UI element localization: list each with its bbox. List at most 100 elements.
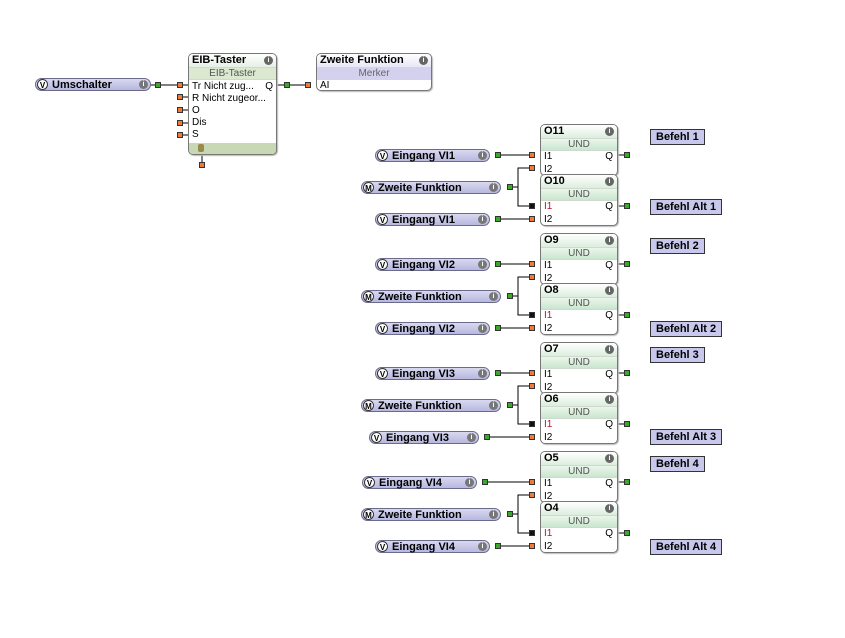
info-icon[interactable]: i — [419, 56, 428, 65]
input-pin-dis[interactable]: Dis — [192, 117, 207, 128]
info-icon[interactable]: i — [605, 127, 614, 136]
info-icon[interactable]: i — [605, 286, 614, 295]
info-icon[interactable]: i — [478, 324, 487, 333]
info-icon[interactable]: i — [605, 345, 614, 354]
output-connector[interactable] — [507, 293, 513, 299]
info-icon[interactable]: i — [605, 454, 614, 463]
input-connector[interactable] — [177, 94, 183, 100]
input-connector-inverted[interactable] — [529, 203, 535, 209]
output-connector[interactable] — [495, 370, 501, 376]
input-pin-i2[interactable]: I2 — [544, 214, 553, 225]
info-icon[interactable]: i — [478, 542, 487, 551]
input-connector[interactable] — [305, 82, 311, 88]
input-pin-s[interactable]: S — [192, 129, 199, 140]
output-connector[interactable] — [507, 184, 513, 190]
output-connector[interactable] — [507, 511, 513, 517]
input-connector[interactable] — [529, 479, 535, 485]
output-connector[interactable] — [495, 216, 501, 222]
output-connector[interactable] — [155, 82, 161, 88]
input-pin-i1[interactable]: I1 — [544, 151, 553, 162]
input-pin-i2[interactable]: I2 — [544, 323, 553, 334]
input-pin-r[interactable]: R Nicht zugeor... — [192, 93, 266, 104]
info-icon[interactable]: i — [467, 433, 476, 442]
input-pin-i1[interactable]: I1 — [544, 201, 553, 212]
output-connector[interactable] — [624, 203, 630, 209]
output-connector[interactable] — [624, 421, 630, 427]
output-connector[interactable] — [507, 402, 513, 408]
output-connector[interactable] — [624, 530, 630, 536]
output-connector[interactable] — [284, 82, 290, 88]
output-label-befehl-alt[interactable]: Befehl Alt 4 — [650, 539, 723, 555]
input-connector-inverted[interactable] — [529, 312, 535, 318]
info-icon[interactable]: i — [489, 292, 498, 301]
info-icon[interactable]: i — [465, 478, 474, 487]
output-connector[interactable] — [624, 370, 630, 376]
output-pin-q[interactable]: Q — [605, 369, 613, 380]
bottom-connector[interactable] — [199, 162, 205, 168]
info-icon[interactable]: i — [478, 369, 487, 378]
input-pin-i1[interactable]: I1 — [544, 369, 553, 380]
input-connector[interactable] — [529, 152, 535, 158]
input-connector[interactable] — [177, 120, 183, 126]
input-pin-i1[interactable]: I1 — [544, 419, 553, 430]
input-pin-i1[interactable]: I1 — [544, 478, 553, 489]
input-connector[interactable] — [529, 543, 535, 549]
input-connector[interactable] — [177, 132, 183, 138]
input-pin-o[interactable]: O — [192, 105, 200, 116]
input-connector[interactable] — [529, 325, 535, 331]
output-pin-q[interactable]: Q — [265, 81, 273, 92]
input-connector[interactable] — [529, 492, 535, 498]
output-label-befehl[interactable]: Befehl 2 — [650, 238, 705, 254]
info-icon[interactable]: i — [139, 80, 148, 89]
input-pin-ai[interactable]: AI — [320, 80, 330, 91]
output-label-befehl-alt[interactable]: Befehl Alt 2 — [650, 321, 723, 337]
output-pin-q[interactable]: Q — [605, 419, 613, 430]
input-pin-tr[interactable]: Tr Nicht zug... — [192, 81, 254, 92]
input-connector[interactable] — [529, 383, 535, 389]
output-pin-q[interactable]: Q — [605, 151, 613, 162]
input-pin-i2[interactable]: I2 — [544, 491, 553, 502]
output-pin-q[interactable]: Q — [605, 478, 613, 489]
output-pin-q[interactable]: Q — [605, 260, 613, 271]
input-pin-i2[interactable]: I2 — [544, 164, 553, 175]
output-connector[interactable] — [624, 479, 630, 485]
output-connector[interactable] — [495, 325, 501, 331]
output-label-befehl-alt[interactable]: Befehl Alt 1 — [650, 199, 723, 215]
input-connector[interactable] — [529, 370, 535, 376]
input-var-umschalter[interactable]: V Umschalter i — [35, 78, 151, 91]
output-connector[interactable] — [624, 261, 630, 267]
output-label-befehl[interactable]: Befehl 4 — [650, 456, 705, 472]
input-connector[interactable] — [177, 82, 183, 88]
output-label-befehl[interactable]: Befehl 3 — [650, 347, 705, 363]
output-connector[interactable] — [495, 543, 501, 549]
info-icon[interactable]: i — [605, 395, 614, 404]
output-pin-q[interactable]: Q — [605, 201, 613, 212]
input-pin-i2[interactable]: I2 — [544, 382, 553, 393]
output-connector[interactable] — [624, 152, 630, 158]
info-icon[interactable]: i — [489, 401, 498, 410]
input-connector[interactable] — [529, 165, 535, 171]
info-icon[interactable]: i — [605, 236, 614, 245]
output-pin-q[interactable]: Q — [605, 310, 613, 321]
input-connector-inverted[interactable] — [529, 421, 535, 427]
output-pin-q[interactable]: Q — [605, 528, 613, 539]
info-icon[interactable]: i — [605, 177, 614, 186]
output-connector[interactable] — [495, 261, 501, 267]
